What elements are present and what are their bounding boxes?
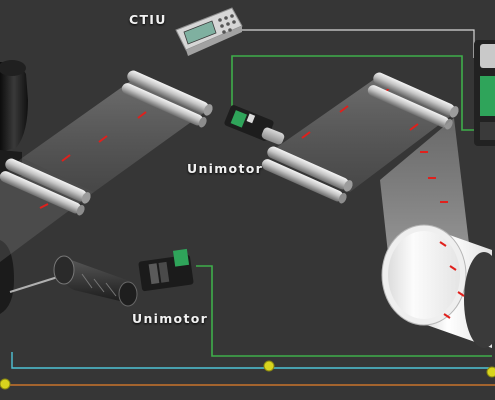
bus-node-yellow-left (0, 378, 11, 390)
unimotor-bottom-drive (138, 248, 194, 292)
roller-pair-bottom-left (0, 158, 91, 216)
green-signal-line-top (231, 55, 492, 131)
unimotor-top-label: Unimotor (187, 161, 264, 176)
master-drive-right (474, 40, 495, 146)
green-signal-line-bottom (196, 265, 492, 357)
bus-node-yellow-right (486, 366, 495, 378)
roller-pair-top-left (121, 70, 213, 128)
white-signal-line-ctiu (238, 29, 475, 58)
roller-pair-bottom-middle (261, 146, 353, 204)
unwind-hopper (0, 62, 28, 152)
ctiu-label: CTIU (129, 12, 167, 27)
unimotor-bottom-label: Unimotor (132, 311, 209, 326)
ctiu-panel (175, 7, 243, 56)
bus-node-yellow-mid (263, 360, 275, 372)
rewind-drum (381, 224, 495, 348)
signal-wiring (0, 29, 495, 390)
unimotor-top-drive (224, 105, 285, 145)
cyan-signal-line (11, 352, 495, 369)
feed-roller-assembly (9, 255, 138, 307)
